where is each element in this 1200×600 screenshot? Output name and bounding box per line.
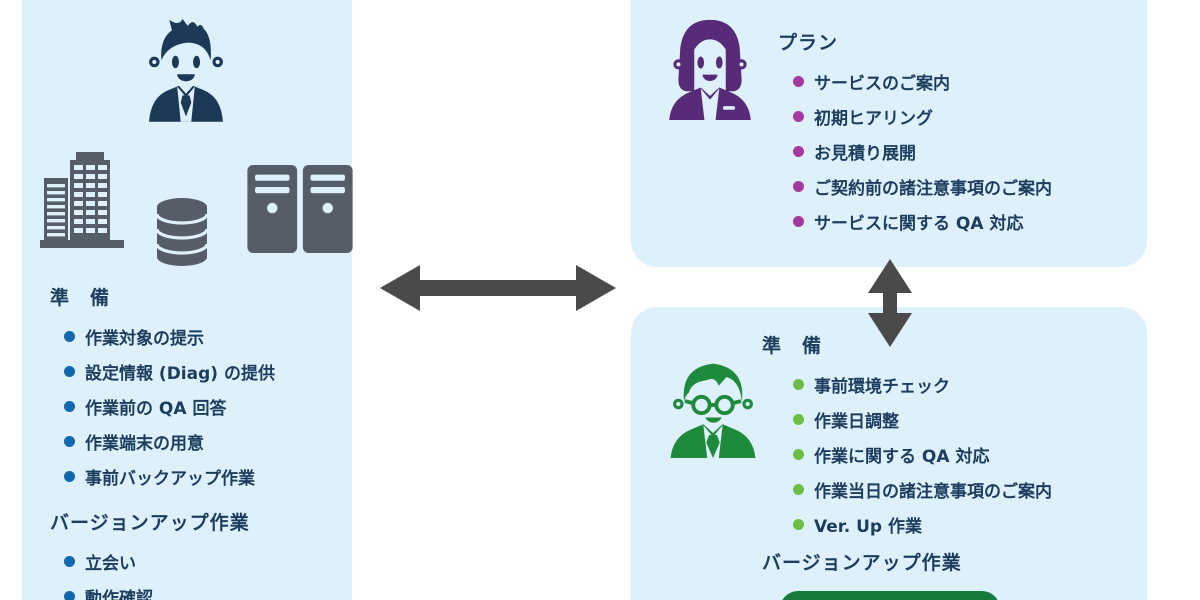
list-item: お見積り展開: [793, 134, 1052, 169]
list-item: 作業対象の提示: [64, 319, 275, 354]
bullet-icon: [64, 331, 75, 342]
customer-versionup-list: 立会い動作確認: [50, 544, 275, 600]
list-item-label: 事前環境チェック: [814, 377, 950, 397]
list-item: 立会い: [64, 544, 275, 579]
customer-prep-list: 作業対象の提示設定情報 (Diag) の提供作業前の QA 回答作業端末の用意事…: [50, 319, 275, 494]
bullet-icon: [793, 519, 804, 530]
list-item: 作業前の QA 回答: [64, 389, 275, 424]
bullet-icon: [64, 436, 75, 447]
plan-list: サービスのご案内初期ヒアリングお見積り展開ご契約前の諸注意事項のご案内サービスに…: [778, 64, 1052, 239]
list-item-label: 作業に関する QA 対応: [814, 447, 990, 467]
plan-panel: プラン サービスのご案内初期ヒアリングお見積り展開ご契約前の諸注意事項のご案内サ…: [631, 0, 1147, 267]
list-item-label: 作業日調整: [814, 412, 899, 432]
vertical-double-arrow: [868, 259, 912, 347]
bullet-icon: [64, 591, 75, 600]
bullet-icon: [793, 379, 804, 390]
list-item-label: 動作確認: [85, 589, 153, 600]
bullet-icon: [793, 111, 804, 122]
businesswoman-icon: [669, 19, 751, 120]
list-item-label: サービスのご案内: [814, 74, 950, 94]
prep-task-list: 準 備 事前環境チェック作業日調整作業に関する QA 対応作業当日の諸注意事項の…: [762, 333, 1052, 584]
list-item-label: 作業対象の提示: [85, 329, 204, 349]
list-item-label: 設定情報 (Diag) の提供: [85, 364, 275, 384]
bullet-icon: [793, 216, 804, 227]
list-item-label: Ver. Up 作業: [814, 517, 922, 537]
plan-heading: プラン: [778, 32, 839, 54]
bullet-icon: [793, 414, 804, 425]
list-item: 作業端末の用意: [64, 424, 275, 459]
list-item: サービスに関する QA 対応: [793, 204, 1052, 239]
list-item-label: お見積り展開: [814, 144, 916, 164]
prep-versionup-heading: バージョンアップ作業: [762, 552, 962, 574]
list-item: 作業日調整: [793, 402, 1052, 437]
list-item-label: 立会い: [85, 554, 136, 574]
list-item: 事前バックアップ作業: [64, 459, 275, 494]
bullet-icon: [64, 556, 75, 567]
server-icon: [247, 165, 353, 253]
plan-task-list: プラン サービスのご案内初期ヒアリングお見積り展開ご契約前の諸注意事項のご案内サ…: [778, 30, 1052, 239]
prep-panel: 準 備 事前環境チェック作業日調整作業に関する QA 対応作業当日の諸注意事項の…: [631, 307, 1147, 600]
version-up-pill: [780, 591, 1000, 600]
list-item: Ver. Up 作業: [793, 507, 1052, 542]
list-item: 事前環境チェック: [793, 367, 1052, 402]
list-item: 初期ヒアリング: [793, 99, 1052, 134]
customer-panel: 準 備 作業対象の提示設定情報 (Diag) の提供作業前の QA 回答作業端末…: [22, 0, 353, 600]
prep-list: 事前環境チェック作業日調整作業に関する QA 対応作業当日の諸注意事項のご案内 V…: [778, 367, 1052, 542]
list-item: サービスのご案内: [793, 64, 1052, 99]
bullet-icon: [64, 366, 75, 377]
prep-heading: 準 備: [762, 335, 823, 357]
bullet-icon: [793, 484, 804, 495]
bullet-icon: [793, 449, 804, 460]
bullet-icon: [64, 471, 75, 482]
list-item: 作業に関する QA 対応: [793, 437, 1052, 472]
list-item-label: サービスに関する QA 対応: [814, 214, 1024, 234]
customer-versionup-heading: バージョンアップ作業: [50, 512, 250, 534]
list-item: 作業当日の諸注意事項のご案内: [793, 472, 1052, 507]
bullet-icon: [64, 401, 75, 412]
bullet-icon: [793, 146, 804, 157]
list-item-label: 作業当日の諸注意事項のご案内: [814, 482, 1052, 502]
list-item: 設定情報 (Diag) の提供: [64, 354, 275, 389]
bullet-icon: [793, 181, 804, 192]
horizontal-double-arrow: [380, 265, 616, 311]
list-item-label: 作業端末の用意: [85, 434, 204, 454]
list-item: ご契約前の諸注意事項のご案内: [793, 169, 1052, 204]
customer-prep-heading: 準 備: [50, 287, 111, 309]
businessman-icon: [149, 18, 223, 122]
list-item: 動作確認: [64, 579, 275, 600]
list-item-label: 初期ヒアリング: [814, 109, 933, 129]
building-icon: [40, 152, 124, 248]
list-item-label: 作業前の QA 回答: [85, 399, 227, 419]
bullet-icon: [793, 76, 804, 87]
database-icon: [155, 198, 209, 266]
customer-task-lists: 準 備 作業対象の提示設定情報 (Diag) の提供作業前の QA 回答作業端末…: [50, 285, 275, 600]
list-item-label: 事前バックアップ作業: [85, 469, 255, 489]
list-item-label: ご契約前の諸注意事項のご案内: [814, 179, 1052, 199]
engineer-icon: [670, 363, 756, 458]
